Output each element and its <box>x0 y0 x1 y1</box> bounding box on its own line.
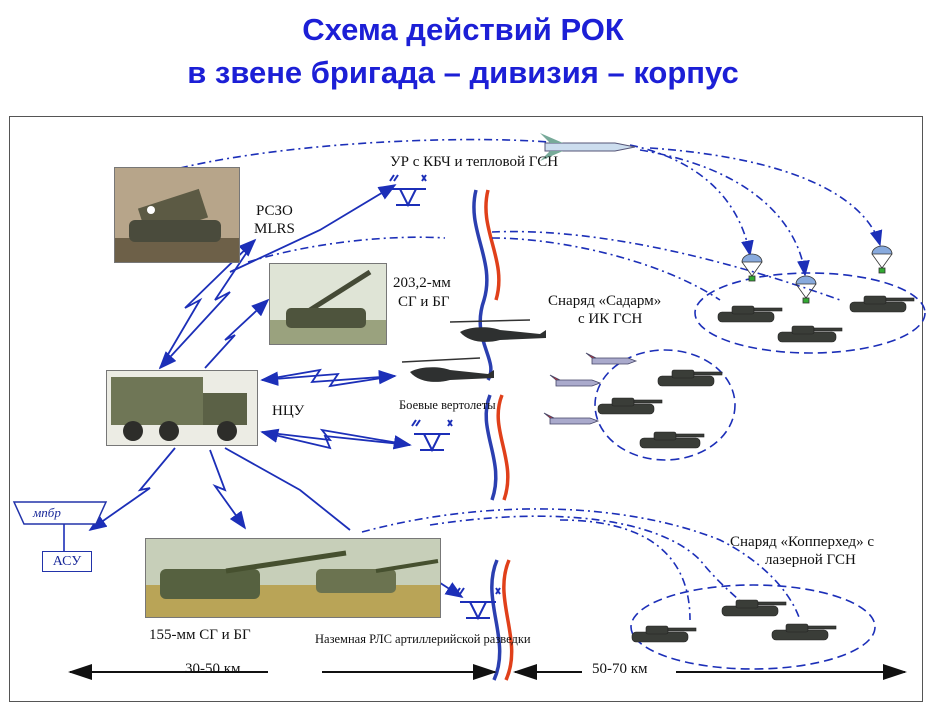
sp-gun-203-photo <box>269 263 387 345</box>
label-range-near: 30-50 км <box>185 661 241 677</box>
label-helicopters: Боевые вертолеты <box>399 398 496 412</box>
label-ncu: НЦУ <box>272 403 305 419</box>
title-line-2: в звене бригада – дивизия – корпус <box>187 55 739 90</box>
title-line-1: Схема действий РОК <box>302 12 624 47</box>
parachute-icons <box>741 245 893 304</box>
helicopter-icons <box>401 319 546 382</box>
missile-icon <box>540 133 636 161</box>
label-sg-203b: СГ и БГ <box>398 294 450 310</box>
mbr-box <box>12 501 108 525</box>
target-areas <box>594 272 926 670</box>
label-ur-kbch: УР с КБЧ и тепловой ГСН <box>390 154 559 170</box>
ncu-truck-photo <box>106 370 258 446</box>
label-sadarm-1: Снаряд «Садарм» <box>548 293 662 309</box>
label-sadarm-2: с ИК ГСН <box>578 311 643 327</box>
label-sg-203: 203,2-мм <box>393 275 451 291</box>
tank-icons <box>597 295 915 643</box>
radio-links <box>88 184 464 598</box>
missile-small-icons <box>543 352 638 425</box>
label-radar: Наземная РЛС артиллерийской разведки <box>315 632 531 646</box>
mlrs-photo <box>114 167 240 263</box>
label-mlrs: MLRS <box>254 221 295 237</box>
sp-gun-155-photo <box>145 538 441 618</box>
label-sg-155: 155-мм СГ и БГ <box>149 627 251 643</box>
label-range-far: 50-70 км <box>592 661 648 677</box>
label-copperhead-2: лазерной ГСН <box>765 552 856 568</box>
trajectories <box>179 138 883 621</box>
front-line <box>472 189 514 681</box>
label-rszo: РСЗО <box>256 203 293 219</box>
antenna-icons <box>389 174 501 621</box>
asu-box: АСУ <box>42 551 92 572</box>
label-copperhead-1: Снаряд «Копперхед» с <box>730 534 875 550</box>
label-mbr: мпбр <box>33 505 61 520</box>
